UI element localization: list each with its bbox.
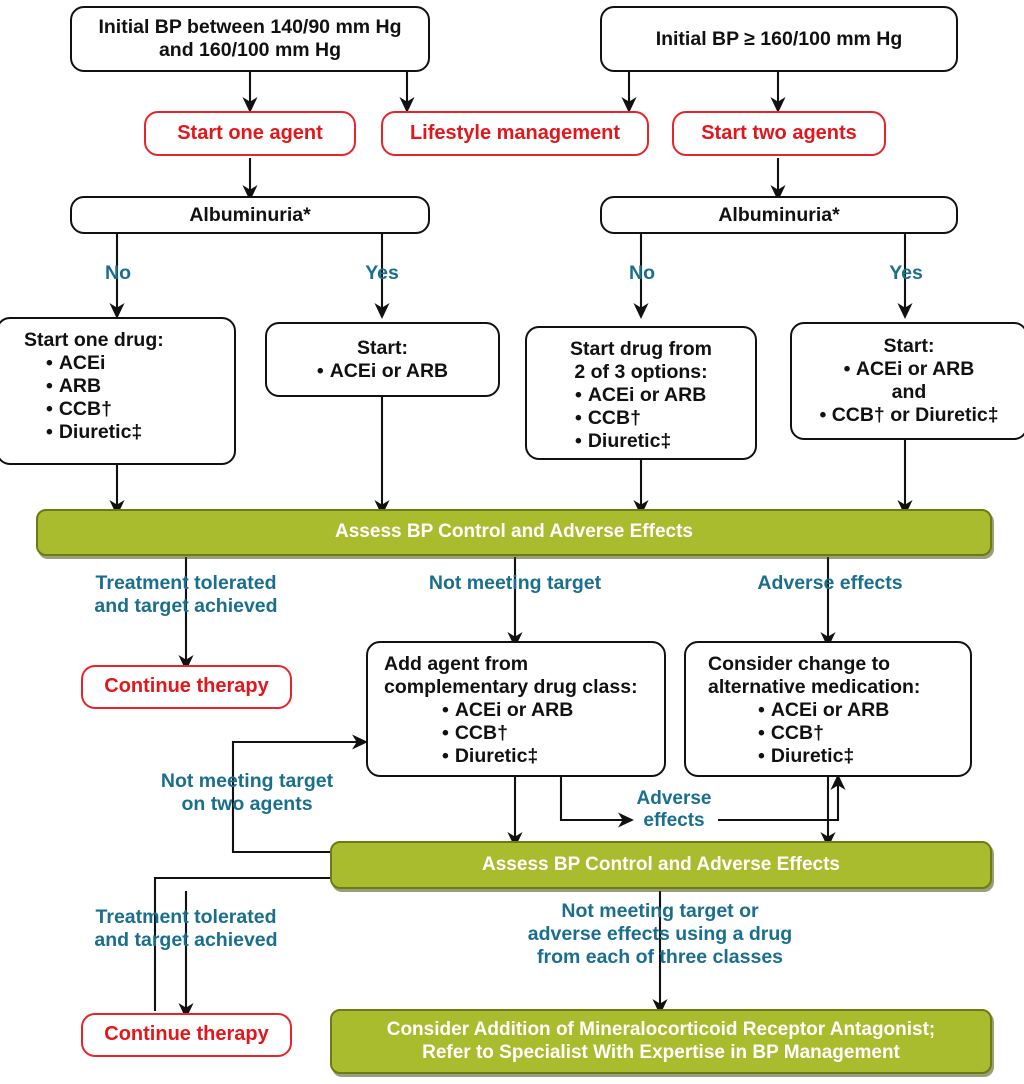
node-start-one-drug: Start one drug: ACEi ARB CCB† Diuretic‡ bbox=[0, 317, 236, 465]
node-start-one-drug-header: Start one drug: bbox=[24, 329, 164, 351]
node-start-two-of-three-list: ACEi or ARB CCB† Diuretic‡ bbox=[527, 384, 755, 453]
node-assess-bar-1: Assess BP Control and Adverse Effects bbox=[36, 509, 992, 556]
node-assess-bar-2: Assess BP Control and Adverse Effects bbox=[330, 841, 992, 889]
label-tolerated-2: Treatment tolerated and target achieved bbox=[94, 906, 278, 951]
node-start-combo-line2-text: CCB† or Diuretic‡ bbox=[831, 404, 999, 426]
list-item: Diuretic‡ bbox=[0, 421, 234, 444]
node-initial-bp-low-text: Initial BP between 140/90 mm Hg and 160/… bbox=[98, 16, 402, 61]
node-continue-therapy-1-text: Continue therapy bbox=[104, 675, 269, 698]
node-continue-therapy-2-text: Continue therapy bbox=[104, 1023, 269, 1046]
list-item: Diuretic‡ bbox=[686, 745, 970, 768]
node-initial-bp-high: Initial BP ≥ 160/100 mm Hg bbox=[600, 6, 958, 72]
node-albuminuria-left-text: Albuminuria* bbox=[189, 203, 311, 226]
label-adverse-effects-top: Adverse effects bbox=[757, 572, 903, 594]
node-start-one-drug-list: ACEi ARB CCB† Diuretic‡ bbox=[0, 352, 234, 444]
list-item: ACEi or ARB bbox=[317, 360, 448, 383]
node-start-one-agent: Start one agent bbox=[144, 111, 356, 156]
list-item: ARB bbox=[0, 375, 234, 398]
list-item: Diuretic‡ bbox=[527, 430, 755, 453]
node-continue-therapy-2: Continue therapy bbox=[81, 1013, 292, 1057]
node-start-combo-header: Start: bbox=[883, 335, 935, 357]
node-start-combo-line2: • CCB† or Diuretic‡ bbox=[819, 404, 999, 426]
node-start-acei-arb-header: Start: bbox=[357, 336, 408, 359]
list-item: ACEi or ARB bbox=[368, 699, 664, 722]
label-no-right: No bbox=[629, 262, 655, 284]
list-item: ACEi bbox=[0, 352, 234, 375]
label-not-meeting-three: Not meeting target or adverse effects us… bbox=[527, 900, 793, 968]
node-assess-bar-2-text: Assess BP Control and Adverse Effects bbox=[482, 853, 840, 875]
list-item: CCB† bbox=[527, 407, 755, 430]
list-item: ACEi or ARB bbox=[686, 699, 970, 722]
node-start-combo-line1-text: ACEi or ARB bbox=[855, 358, 975, 380]
node-start-acei-arb-list: ACEi or ARB bbox=[267, 360, 498, 383]
node-consider-change-header: Consider change to alternative medicatio… bbox=[708, 653, 921, 698]
node-assess-bar-1-text: Assess BP Control and Adverse Effects bbox=[335, 521, 693, 543]
node-start-combo: Start: • ACEi or ARB and • CCB† or Diure… bbox=[790, 322, 1024, 440]
node-albuminuria-left: Albuminuria* bbox=[70, 196, 430, 234]
node-start-combo-conjunction: and bbox=[891, 381, 927, 403]
label-tolerated-1: Treatment tolerated and target achieved bbox=[94, 572, 278, 617]
label-no-left: No bbox=[105, 262, 131, 284]
node-initial-bp-low: Initial BP between 140/90 mm Hg and 160/… bbox=[70, 6, 430, 72]
node-add-agent: Add agent from complementary drug class:… bbox=[366, 641, 666, 777]
node-start-combo-line1: • ACEi or ARB bbox=[843, 358, 975, 380]
node-start-two-agents-text: Start two agents bbox=[701, 121, 857, 144]
node-consider-change: Consider change to alternative medicatio… bbox=[684, 641, 972, 777]
node-start-two-agents: Start two agents bbox=[672, 111, 886, 156]
node-add-agent-list: ACEi or ARB CCB† Diuretic‡ bbox=[368, 699, 664, 768]
label-yes-right: Yes bbox=[889, 262, 923, 284]
node-lifestyle-management-text: Lifestyle management bbox=[409, 121, 621, 144]
node-add-agent-header: Add agent from complementary drug class: bbox=[384, 653, 638, 698]
node-start-two-of-three: Start drug from 2 of 3 options: ACEi or … bbox=[525, 326, 757, 460]
node-start-acei-arb: Start: ACEi or ARB bbox=[265, 322, 500, 397]
node-consider-change-list: ACEi or ARB CCB† Diuretic‡ bbox=[686, 699, 970, 768]
node-initial-bp-high-text: Initial BP ≥ 160/100 mm Hg bbox=[655, 27, 903, 50]
node-final-bar: Consider Addition of Mineralocorticoid R… bbox=[330, 1009, 992, 1074]
node-start-one-agent-text: Start one agent bbox=[177, 121, 323, 144]
label-adverse-effects-loop: Adverse effects bbox=[636, 788, 712, 832]
node-albuminuria-right: Albuminuria* bbox=[600, 196, 958, 234]
list-item: CCB† bbox=[368, 722, 664, 745]
list-item: CCB† bbox=[0, 398, 234, 421]
node-continue-therapy-1: Continue therapy bbox=[81, 665, 292, 709]
list-item: Diuretic‡ bbox=[368, 745, 664, 768]
node-start-two-of-three-header: Start drug from 2 of 3 options: bbox=[570, 338, 712, 383]
node-albuminuria-right-text: Albuminuria* bbox=[718, 203, 840, 226]
list-item: ACEi or ARB bbox=[527, 384, 755, 407]
label-yes-left: Yes bbox=[365, 262, 399, 284]
label-not-meeting-two-agents: Not meeting target on two agents bbox=[160, 770, 334, 815]
label-not-meeting-target: Not meeting target bbox=[428, 572, 602, 594]
node-lifestyle-management: Lifestyle management bbox=[381, 111, 649, 156]
node-final-bar-text: Consider Addition of Mineralocorticoid R… bbox=[386, 1019, 936, 1063]
list-item: CCB† bbox=[686, 722, 970, 745]
